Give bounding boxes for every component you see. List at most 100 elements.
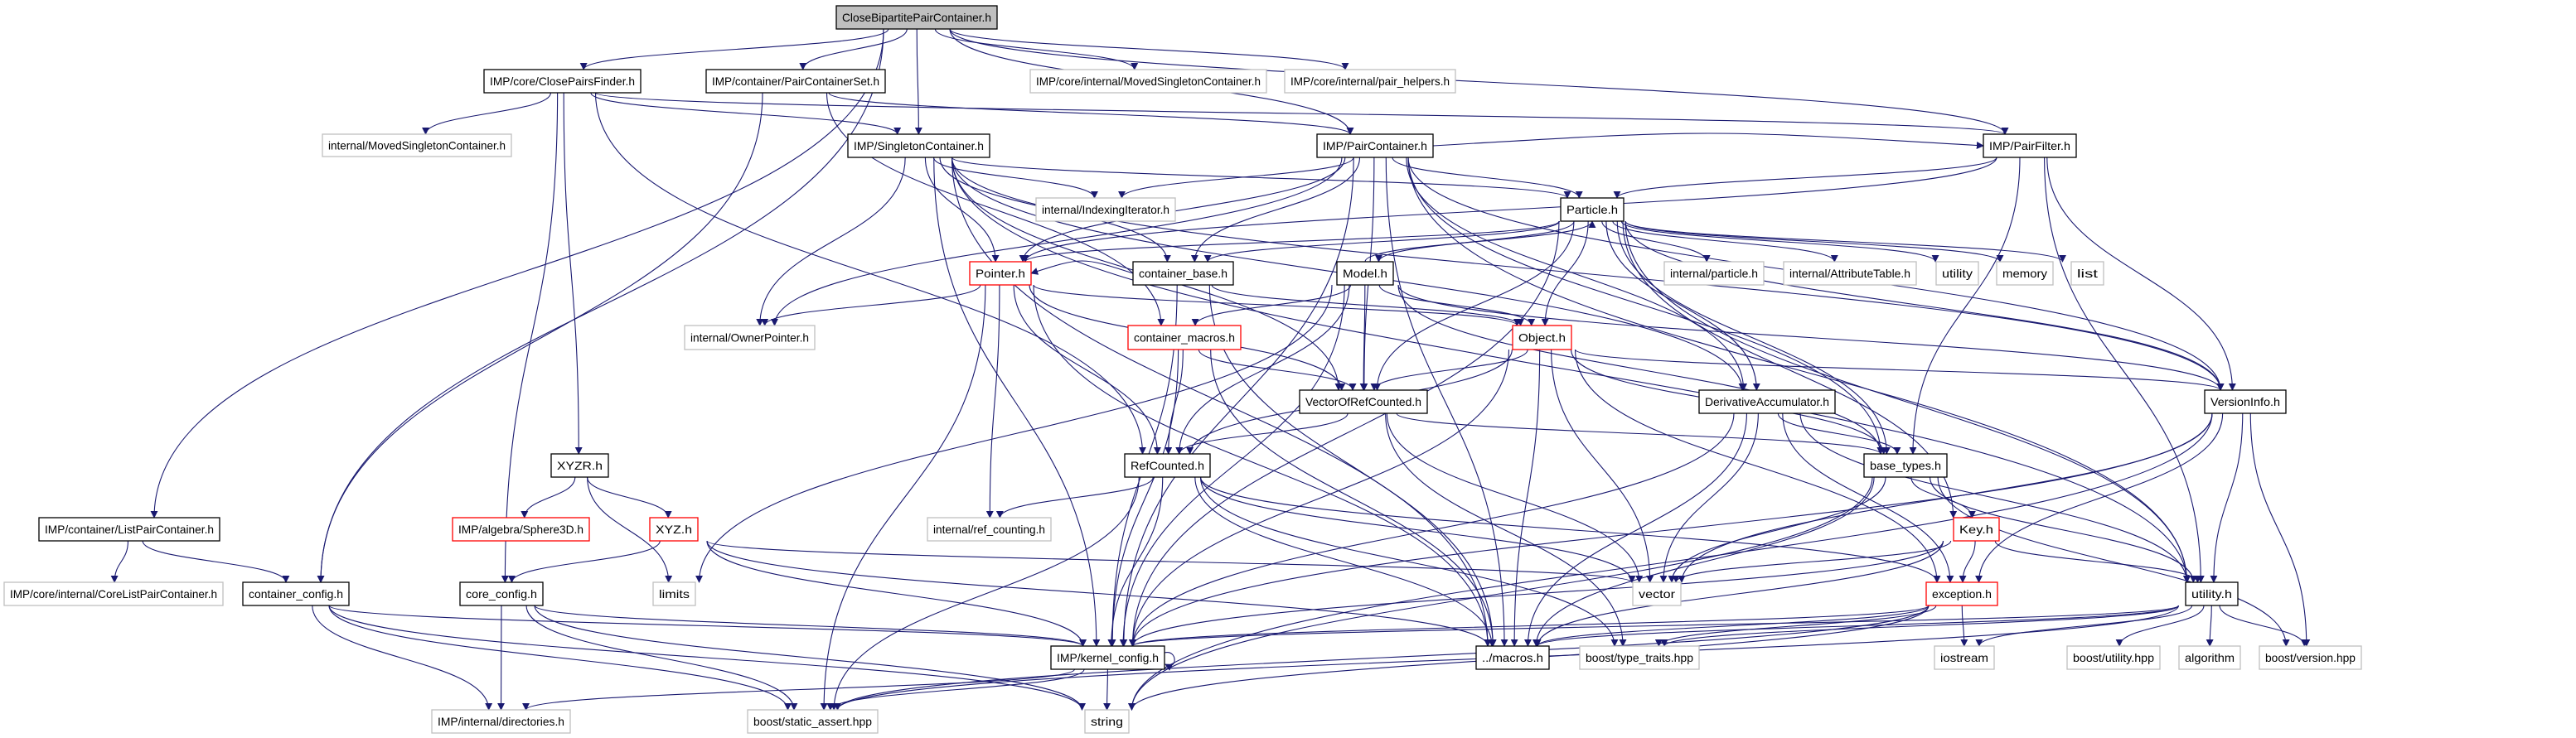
edge-derivativeaccumulator-to-utilityh [1799, 412, 2191, 583]
node-label: internal/MovedSingletonContainer.h [328, 139, 506, 152]
node-label: core_config.h [466, 587, 537, 601]
edge-model-to-kernelconfig [1119, 284, 1345, 647]
node-label: CloseBipartitePairContainer.h [842, 11, 991, 24]
node-label: utility.h [2191, 587, 2232, 601]
node-box [649, 517, 699, 542]
edge-particle-to-derivativeaccumulator [1605, 220, 1760, 391]
node-paircontainerset[interactable]: IMP/container/PairContainerSet.h [705, 69, 886, 94]
node-sphere3d[interactable]: IMP/algebra/Sphere3D.h [452, 517, 590, 542]
edge-xyzr-to-limits [587, 476, 673, 583]
edge-paircontainer-to-pointer [1019, 157, 1346, 263]
node-root[interactable]: CloseBipartitePairContainer.h [835, 5, 998, 30]
edge-basetypes-to-vector [1668, 476, 1886, 583]
node-label: internal/OwnerPointer.h [690, 331, 809, 345]
node-versioninfo[interactable]: VersionInfo.h [2204, 389, 2287, 414]
node-label: IMP/container/ListPairContainer.h [45, 523, 214, 536]
node-boostversion: boost/version.hpp [2259, 645, 2362, 670]
edge-singletoncontainer-to-particle [951, 157, 1571, 199]
node-box [1663, 261, 1765, 286]
node-label: IMP/PairContainer.h [1323, 139, 1427, 152]
edge-object-to-vector [1551, 349, 1654, 583]
edge-derivativeaccumulator-to-kernelconfig [1129, 412, 1735, 647]
node-box [1035, 197, 1176, 222]
node-utilityh[interactable]: utility.h [2185, 581, 2239, 606]
node-box [1983, 133, 2077, 158]
edge-key-to-macros [1533, 540, 1944, 647]
edge-paircontainer-to-containerbase [1190, 157, 1361, 263]
edge-paircontainer-to-indexingiterator [1118, 157, 1354, 199]
edge-singletoncontainer-to-versioninfo [951, 157, 2225, 391]
node-boostutility: boost/utility.hpp [2066, 645, 2161, 670]
node-containermacros[interactable]: container_macros.h [1127, 325, 1242, 350]
edge-vectorofrefcounted-to-refcounted [1175, 412, 1349, 455]
node-pointer[interactable]: Pointer.h [969, 261, 1032, 286]
node-containerbase[interactable]: container_base.h [1132, 261, 1234, 286]
node-box [2204, 389, 2287, 414]
node-staticassert: boost/static_assert.hpp [747, 709, 879, 734]
node-box [2259, 645, 2362, 670]
node-label: ../macros.h [1482, 651, 1543, 664]
edge-singletoncontainer-to-indexingiterator [932, 157, 1098, 199]
node-vectorofrefcounted[interactable]: VectorOfRefCounted.h [1299, 389, 1428, 414]
node-box [452, 517, 590, 542]
node-containerconfig[interactable]: container_config.h [242, 581, 350, 606]
edge-exception-to-kernelconfig [1129, 605, 1930, 647]
node-kernelconfig[interactable]: IMP/kernel_config.h [1050, 645, 1165, 670]
node-box [322, 133, 512, 157]
node-label: boost/version.hpp [2265, 651, 2356, 664]
node-model[interactable]: Model.h [1336, 261, 1394, 286]
node-basetypes[interactable]: base_types.h [1863, 453, 1948, 478]
edge-coreconfig-to-string [534, 605, 1086, 711]
node-label: XYZR.h [557, 459, 603, 472]
node-derivativeaccumulator[interactable]: DerivativeAccumulator.h [1698, 389, 1836, 414]
node-singletoncontainer[interactable]: IMP/SingletonContainer.h [847, 133, 990, 158]
node-particle[interactable]: Particle.h [1560, 197, 1625, 222]
edge-containerbase-to-pointer [1030, 260, 1134, 275]
node-object[interactable]: Object.h [1512, 325, 1572, 350]
edge-particle-to-versioninfo [1625, 220, 2225, 391]
node-macros[interactable]: ../macros.h [1475, 645, 1550, 670]
node-label: VersionInfo.h [2210, 395, 2280, 408]
edge-containermacros-to-macros [1210, 349, 1497, 647]
node-box [483, 69, 642, 94]
node-label: boost/utility.hpp [2073, 651, 2154, 664]
edge-pairfilter-to-particle [1613, 157, 1997, 199]
edge-containermacros-to-kernelconfig [1108, 349, 1179, 647]
node-box [2070, 261, 2104, 286]
node-typetraits: boost/type_traits.hpp [1579, 645, 1700, 670]
edge-root-to-singletoncontainer [914, 28, 922, 135]
node-box [2185, 581, 2239, 606]
node-label: IMP/core/internal/CoreListPairContainer.… [10, 587, 217, 601]
edge-coreconfig-to-kernelconfig [534, 605, 1087, 647]
edge-exception-to-staticassert [834, 605, 1930, 711]
node-box [927, 517, 1052, 542]
node-indexingiterator: internal/IndexingIterator.h [1035, 197, 1176, 222]
node-refcounted[interactable]: RefCounted.h [1124, 453, 1211, 478]
node-pairfilter[interactable]: IMP/PairFilter.h [1983, 133, 2077, 158]
node-pairhelpers: IMP/core/internal/pair_helpers.h [1284, 69, 1456, 94]
node-label: IMP/container/PairContainerSet.h [712, 75, 879, 88]
edge-object-to-kernelconfig [1129, 349, 1510, 647]
node-box [1783, 261, 1917, 286]
edge-model-to-basetypes [1397, 284, 1885, 455]
edge-derivativeaccumulator-to-macros [1523, 412, 1747, 647]
node-refcounting: internal/ref_counting.h [927, 517, 1052, 542]
node-coreconfig[interactable]: core_config.h [459, 581, 544, 606]
edge-paircontainer-to-pairfilter [1432, 133, 1984, 150]
node-paircontainer[interactable]: IMP/PairContainer.h [1316, 133, 1434, 158]
edge-listpaircontainer-to-containerconfig [142, 540, 290, 583]
node-xyz[interactable]: XYZ.h [649, 517, 699, 542]
node-listpaircontainer[interactable]: IMP/container/ListPairContainer.h [38, 517, 220, 542]
node-box [1953, 517, 2000, 542]
node-key[interactable]: Key.h [1953, 517, 2000, 542]
edge-pointer-to-macros [1033, 284, 1492, 647]
edge-containerbase-to-macros [1208, 284, 1497, 647]
node-label: list [2077, 267, 2098, 280]
node-exception[interactable]: exception.h [1925, 581, 1998, 606]
node-closepairsfinder[interactable]: IMP/core/ClosePairsFinder.h [483, 69, 642, 94]
edge-basetypes-to-macros [1532, 476, 1875, 647]
node-label: algorithm [2185, 651, 2235, 664]
node-label: IMP/kernel_config.h [1057, 651, 1159, 664]
node-xyzr[interactable]: XYZR.h [550, 453, 609, 478]
node-directories: IMP/internal/directories.h [431, 709, 571, 734]
